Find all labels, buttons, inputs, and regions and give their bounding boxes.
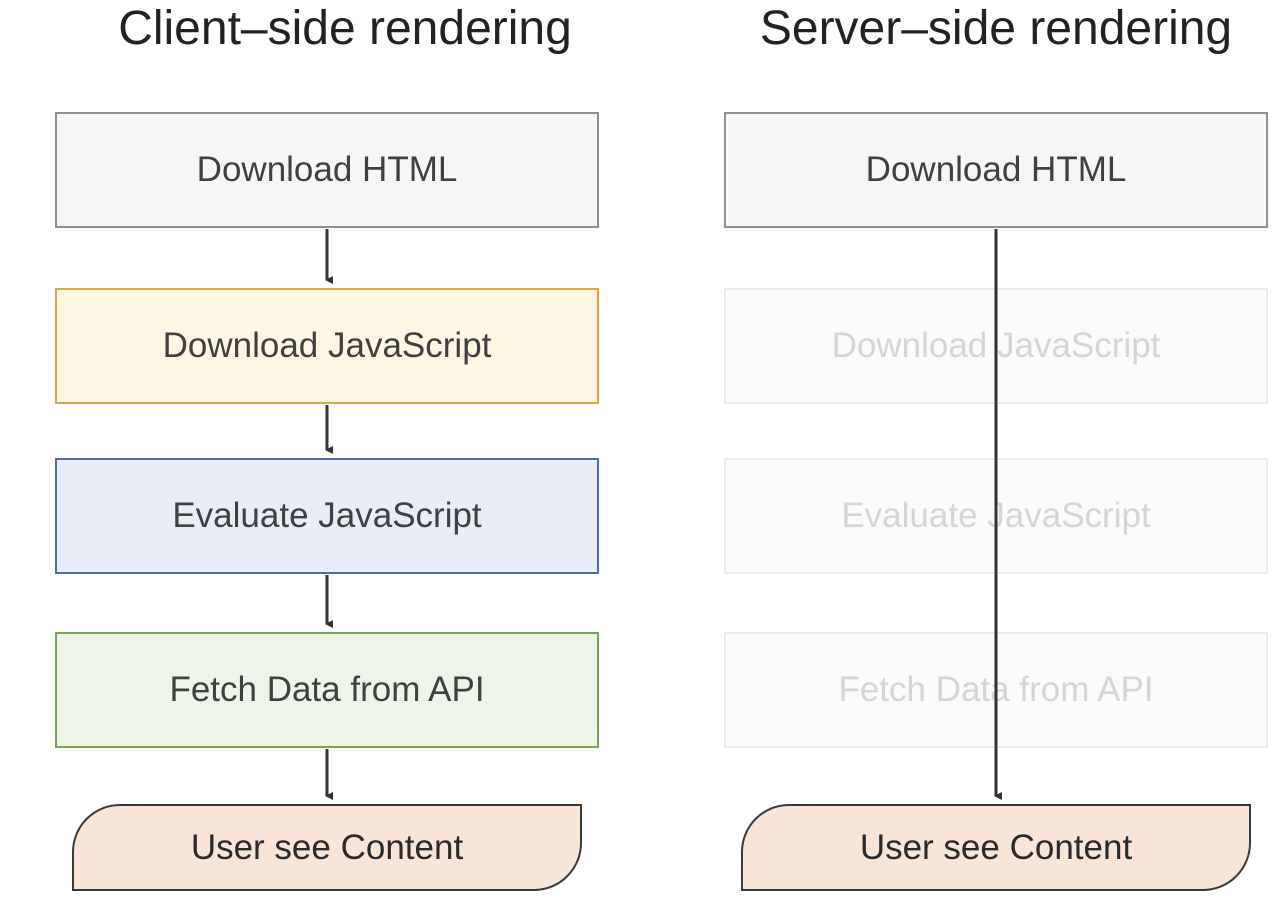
server-fetch-data-box: Fetch Data from API [724, 632, 1268, 748]
client-evaluate-javascript-box: Evaluate JavaScript [55, 458, 599, 574]
server-download-javascript-box: Download JavaScript [724, 288, 1268, 404]
client-download-javascript-box: Download JavaScript [55, 288, 599, 404]
client-side-title: Client–side rendering [118, 2, 572, 55]
server-download-html-box: Download HTML [724, 112, 1268, 228]
client-user-see-content-box: User see Content [72, 804, 582, 891]
server-side-title: Server–side rendering [759, 2, 1233, 55]
client-download-html-box: Download HTML [55, 112, 599, 228]
client-fetch-data-box: Fetch Data from API [55, 632, 599, 748]
server-evaluate-javascript-box: Evaluate JavaScript [724, 458, 1268, 574]
server-user-see-content-box: User see Content [741, 804, 1251, 891]
